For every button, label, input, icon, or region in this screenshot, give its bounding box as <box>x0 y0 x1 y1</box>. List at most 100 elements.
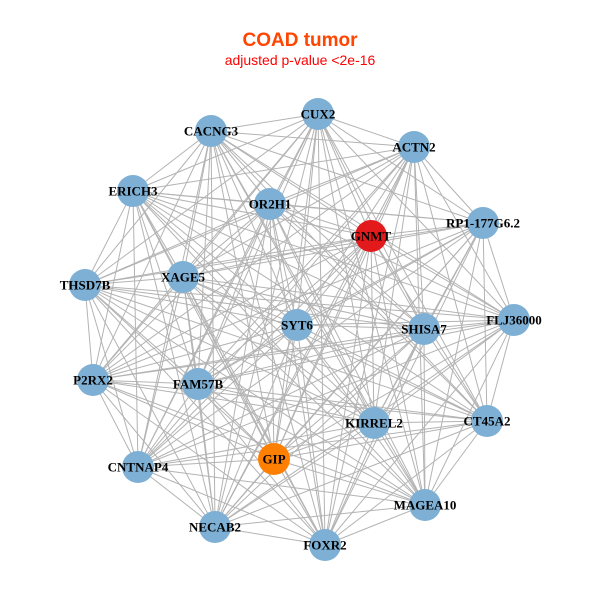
edge-GNMT-NECAB2 <box>214 235 372 528</box>
edge-THSD7B-MAGEA10 <box>84 284 426 506</box>
node-circle <box>254 188 286 220</box>
edge-FLJ36000-GIP <box>273 319 515 460</box>
node-OR2H1[interactable]: OR2H1 <box>249 188 292 220</box>
edge-THSD7B-CNTNAP4 <box>84 284 139 468</box>
edge-FAM57B-KIRREL2 <box>197 383 375 424</box>
edge-GNMT-CNTNAP4 <box>137 235 372 468</box>
edge-FLJ36000-CNTNAP4 <box>137 319 515 468</box>
edge-CUX2-SYT6 <box>296 113 319 326</box>
edge-P2RX2-CNTNAP4 <box>92 379 139 468</box>
edge-GNMT-FLJ36000 <box>370 235 515 321</box>
edge-CACNG3-ERICH3 <box>132 130 212 192</box>
node-XAGE5[interactable]: XAGE5 <box>161 261 206 293</box>
node-P2RX2[interactable]: P2RX2 <box>73 364 113 396</box>
node-MAGEA10[interactable]: MAGEA10 <box>394 489 457 521</box>
edge-OR2H1-SYT6 <box>269 203 298 326</box>
node-label: NECAB2 <box>189 520 241 535</box>
node-ACTN2[interactable]: ACTN2 <box>392 131 436 163</box>
edge-KIRREL2-CT45A2 <box>373 420 488 424</box>
edge-CUX2-ERICH3 <box>132 113 319 192</box>
edge-GNMT-XAGE5 <box>182 235 372 278</box>
node-circle <box>117 175 149 207</box>
node-circle <box>77 364 109 396</box>
node-label: CT45A2 <box>464 414 511 429</box>
node-FLJ36000[interactable]: FLJ36000 <box>486 304 542 336</box>
edge-CUX2-NECAB2 <box>214 113 319 528</box>
edge-ACTN2-FAM57B <box>197 146 415 385</box>
edge-SYT6-NECAB2 <box>214 324 298 528</box>
edge-CACNG3-GNMT <box>210 130 372 237</box>
node-FOXR2[interactable]: FOXR2 <box>303 529 347 561</box>
edge-CNTNAP4-FOXR2 <box>137 466 326 546</box>
edge-P2RX2-KIRREL2 <box>92 379 375 424</box>
edge-CT45A2-GIP <box>273 420 488 460</box>
edge-ACTN2-KIRREL2 <box>373 146 415 424</box>
node-circle <box>69 269 101 301</box>
edge-RP1-177G6.2-XAGE5 <box>182 222 484 278</box>
node-circle <box>182 368 214 400</box>
edge-XAGE5-KIRREL2 <box>182 276 375 424</box>
node-SHISA7[interactable]: SHISA7 <box>401 313 447 345</box>
edge-SYT6-FLJ36000 <box>296 319 515 326</box>
node-RP1-177G6.2[interactable]: RP1-177G6.2 <box>446 207 520 239</box>
edge-RP1-177G6.2-FAM57B <box>197 222 484 385</box>
node-label: SHISA7 <box>401 322 447 337</box>
edge-THSD7B-XAGE5 <box>84 276 184 286</box>
node-CUX2[interactable]: CUX2 <box>301 98 336 130</box>
edge-RP1-177G6.2-CNTNAP4 <box>137 222 484 468</box>
node-label: FAM57B <box>173 377 224 392</box>
edge-GIP-CNTNAP4 <box>137 458 275 468</box>
edge-CACNG3-RP1-177G6.2 <box>210 130 484 224</box>
node-NECAB2[interactable]: NECAB2 <box>189 511 241 543</box>
edge-XAGE5-P2RX2 <box>92 276 184 381</box>
node-SYT6[interactable]: SYT6 <box>281 309 313 341</box>
edge-ACTN2-XAGE5 <box>182 146 415 278</box>
edge-OR2H1-FAM57B <box>197 203 271 385</box>
edge-FAM57B-GIP <box>197 383 275 460</box>
edge-CACNG3-GIP <box>210 130 275 460</box>
edge-XAGE5-CT45A2 <box>182 276 488 422</box>
edge-ACTN2-CNTNAP4 <box>137 146 415 468</box>
node-label: ERICH3 <box>108 184 158 199</box>
node-FAM57B[interactable]: FAM57B <box>173 368 224 400</box>
node-circle <box>408 313 440 345</box>
node-label: FLJ36000 <box>486 313 542 328</box>
node-label: MAGEA10 <box>394 498 457 513</box>
node-label: CACNG3 <box>184 124 239 139</box>
edge-ACTN2-NECAB2 <box>214 146 415 528</box>
node-label: XAGE5 <box>161 270 206 285</box>
node-label: OR2H1 <box>249 197 292 212</box>
edge-GIP-MAGEA10 <box>273 458 426 506</box>
edge-NECAB2-FOXR2 <box>214 526 326 546</box>
edge-CT45A2-FOXR2 <box>324 420 488 546</box>
edge-GNMT-THSD7B <box>84 235 372 286</box>
node-GNMT[interactable]: GNMT <box>351 220 392 252</box>
node-CT45A2[interactable]: CT45A2 <box>464 405 511 437</box>
edge-GNMT-KIRREL2 <box>370 235 375 424</box>
edge-SYT6-CNTNAP4 <box>137 324 298 468</box>
node-CACNG3[interactable]: CACNG3 <box>184 115 239 147</box>
edge-ERICH3-NECAB2 <box>132 190 216 528</box>
edge-XAGE5-SYT6 <box>182 276 298 326</box>
edge-XAGE5-SHISA7 <box>182 276 425 330</box>
figure-subtitle: adjusted p-value <2e-16 <box>224 52 376 68</box>
node-label: GIP <box>262 452 285 467</box>
edge-CACNG3-ACTN2 <box>210 130 415 148</box>
node-ERICH3[interactable]: ERICH3 <box>108 175 158 207</box>
node-KIRREL2[interactable]: KIRREL2 <box>345 407 403 439</box>
edge-RP1-177G6.2-THSD7B <box>84 222 484 286</box>
edge-THSD7B-SYT6 <box>84 284 298 326</box>
node-GIP[interactable]: GIP <box>258 443 290 475</box>
node-label: CUX2 <box>301 107 336 122</box>
edge-CACNG3-THSD7B <box>84 130 212 286</box>
edge-ACTN2-ERICH3 <box>132 146 415 192</box>
edge-ERICH3-MAGEA10 <box>132 190 426 506</box>
node-THSD7B[interactable]: THSD7B <box>60 269 111 301</box>
edge-RP1-177G6.2-CT45A2 <box>482 222 488 422</box>
edge-GNMT-RP1-177G6.2 <box>370 222 484 237</box>
edge-CACNG3-SHISA7 <box>210 130 425 330</box>
node-CNTNAP4[interactable]: CNTNAP4 <box>108 451 169 483</box>
edge-SHISA7-CNTNAP4 <box>137 328 425 468</box>
